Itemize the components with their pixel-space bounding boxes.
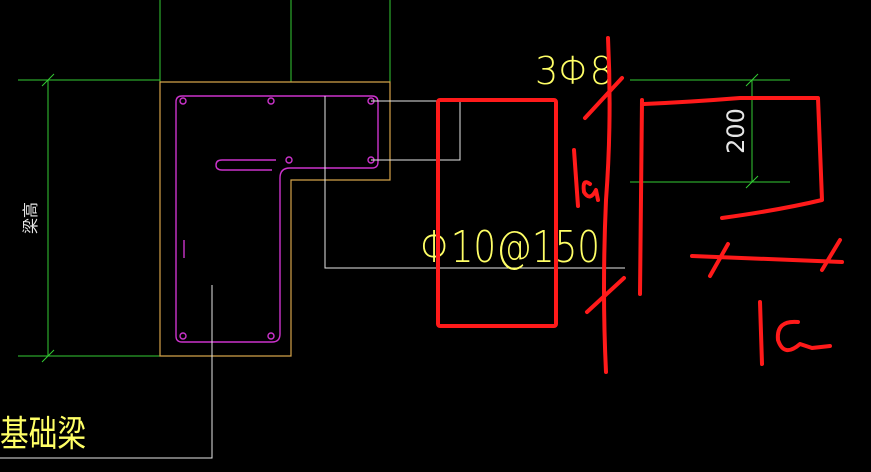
leader-lines xyxy=(0,96,625,459)
top-bars-label: 3Φ8 xyxy=(535,49,613,93)
rebar-cage xyxy=(175,95,379,343)
foundation-beam-leader xyxy=(0,285,213,459)
tick-top xyxy=(583,76,624,120)
red-markup xyxy=(436,36,844,374)
tick-left xyxy=(708,242,730,278)
beam-height-label: 梁高 xyxy=(21,202,40,234)
outer-stirrup xyxy=(175,95,379,343)
grid-lines xyxy=(18,0,391,363)
rebar-dot xyxy=(179,332,187,340)
foundation-beam-label: 基础梁 xyxy=(0,414,86,455)
hook-shape xyxy=(642,96,824,220)
stirrup-leader xyxy=(324,96,625,269)
hook-stem xyxy=(638,98,644,296)
tick-right xyxy=(820,238,842,272)
stirrup-spec-label: Φ10@150 xyxy=(420,222,600,273)
la-horizontal-l xyxy=(758,300,764,366)
la-horizontal-a xyxy=(775,319,832,352)
rebar-dot xyxy=(285,156,293,164)
la-vertical-a xyxy=(581,180,600,202)
horizontal-la-line xyxy=(690,254,844,264)
tie-hook xyxy=(215,159,272,171)
la-vertical-l xyxy=(572,148,580,208)
rebar-dot xyxy=(267,332,275,340)
top-bar-leader xyxy=(371,100,461,161)
tick-bottom xyxy=(585,276,626,314)
beam-section-outline xyxy=(159,81,391,357)
rebar-dot xyxy=(179,97,187,105)
highlight-box xyxy=(436,98,558,328)
rebar-dot xyxy=(267,97,275,105)
dimension-200-label: 200 xyxy=(722,108,750,154)
